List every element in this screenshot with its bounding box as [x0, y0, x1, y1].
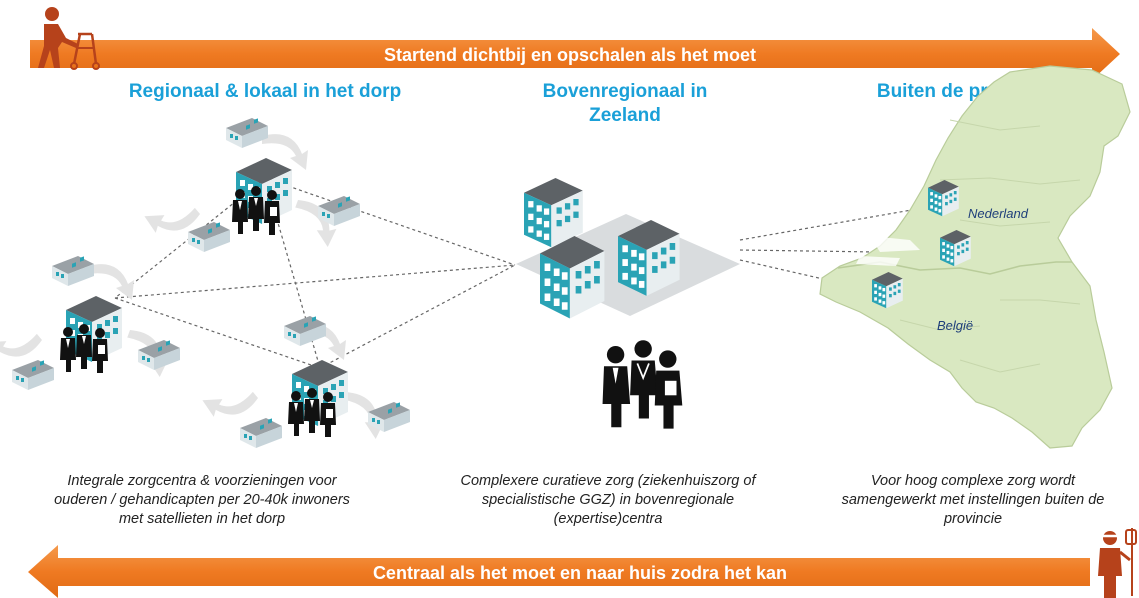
column-title-regional: Regionaal & lokaal in het dorp [128, 81, 402, 102]
map-label-belgium: België [937, 318, 974, 333]
caption-regional-line-1: Integrale zorgcentra & voorzieningen voo… [67, 473, 337, 489]
caption-regional: Integrale zorgcentra & voorzieningen voo… [22, 472, 382, 529]
doctors-group-icon [602, 340, 683, 429]
caption-outside-province-line-3: provincie [943, 511, 1003, 527]
bottom-arrow-label: Centraal als het moet en naar huis zodra… [372, 563, 788, 583]
caption-outside-province-line-2: samengewerkt met instellingen buiten de [841, 492, 1105, 508]
caption-supraregional: Complexere curatieve zorg (ziekenhuiszor… [428, 472, 788, 529]
top-arrow-shape [30, 28, 1120, 80]
column-title-supraregional-line-1: Bovenregionaal in [542, 81, 708, 102]
caption-regional-line-3: met satellieten in het dorp [118, 511, 286, 527]
caption-outside-province: Voor hoog complexe zorg wordt samengewer… [812, 472, 1134, 529]
caption-supraregional-line-1: Complexere curatieve zorg (ziekenhuiszor… [460, 473, 756, 489]
top-arrow-label: Startend dichtbij en opschalen als het m… [383, 45, 757, 65]
caption-regional-line-2: ouderen / gehandicapten per 20-40k inwon… [54, 492, 350, 508]
column-title-supraregional: Bovenregionaal in Zeeland [500, 80, 750, 128]
column-title-supraregional-line-2: Zeeland [589, 105, 661, 126]
caption-supraregional-line-2: specialistische GGZ) in bovenregionale [481, 492, 735, 508]
benelux-map [819, 65, 1131, 449]
hospital-building-icon [516, 178, 740, 319]
caption-outside-province-line-1: Voor hoog complexe zorg wordt [870, 473, 1076, 489]
caption-supraregional-line-3: (expertise)centra [553, 511, 663, 527]
map-label-netherlands: Nederland [968, 206, 1028, 221]
bottom-arrow-shape [28, 545, 1090, 598]
